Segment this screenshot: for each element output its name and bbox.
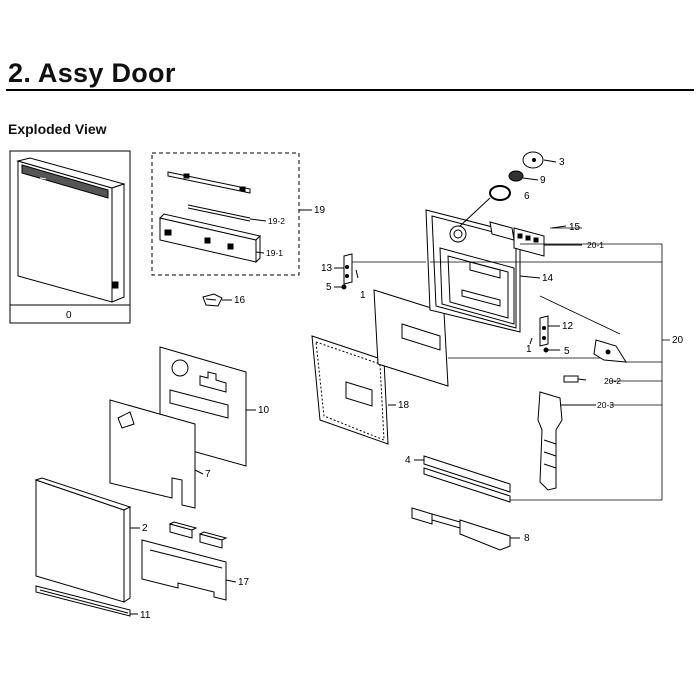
callout-12: 12: [562, 321, 574, 332]
part-7-inner-panel: [109, 399, 204, 509]
part-4-rail: [414, 455, 511, 503]
part-16-clip: [202, 293, 232, 307]
callout-20-1: 20-1: [587, 240, 604, 250]
part-8-hinge: [411, 507, 520, 551]
callout-17: 17: [238, 577, 250, 588]
section-subtitle: Exploded View: [8, 121, 107, 137]
callout-1b: 1: [526, 344, 532, 355]
part-11-bottom-trim: [35, 585, 138, 617]
callout-19-2: 19-2: [268, 216, 285, 226]
door-gasket-panel: [373, 289, 449, 387]
part-19-control-panel-group: [151, 152, 312, 276]
callout-18: 18: [398, 400, 410, 411]
callout-20: 20: [672, 335, 684, 346]
inner-door-tub: [425, 209, 541, 333]
callout-8: 8: [524, 533, 530, 544]
callout-13: 13: [321, 263, 333, 274]
callout-20-2: 20-2: [604, 376, 621, 386]
dispenser-cap-parts: [459, 151, 557, 227]
callout-1a: 1: [360, 290, 366, 301]
callout-16: 16: [234, 295, 246, 306]
page-title: 2. Assy Door: [8, 58, 176, 88]
callout-5b: 5: [564, 346, 570, 357]
hinge-bracket-13: [334, 253, 359, 290]
part-17-bottom-panel: [141, 539, 237, 601]
callout-0: 0: [66, 310, 72, 321]
hinge-bracket-12: [529, 315, 560, 353]
callout-19: 19: [314, 205, 326, 216]
callout-5a: 5: [326, 282, 332, 293]
callout-14: 14: [542, 273, 554, 284]
projection-lines: [352, 227, 670, 501]
callout-19-1: 19-1: [266, 248, 283, 258]
callout-6: 6: [524, 191, 530, 202]
callout-3: 3: [559, 157, 565, 168]
part-2-outer-door: [34, 477, 140, 603]
title-divider: [6, 89, 694, 91]
callout-15: 15: [569, 222, 581, 233]
part-0-complete-door: [9, 150, 131, 324]
part-20-1-dispenser-module: [513, 225, 582, 257]
callout-10: 10: [258, 405, 270, 416]
part-20-latch-assembly: [537, 339, 627, 491]
callout-2: 2: [142, 523, 148, 534]
callout-11: 11: [140, 610, 151, 621]
callout-4: 4: [405, 455, 411, 466]
callout-7: 7: [205, 469, 211, 480]
callout-9: 9: [540, 175, 546, 186]
pads: [168, 521, 228, 549]
callout-20-3: 20-3: [597, 400, 614, 410]
part-18-door-liner: [311, 335, 396, 445]
